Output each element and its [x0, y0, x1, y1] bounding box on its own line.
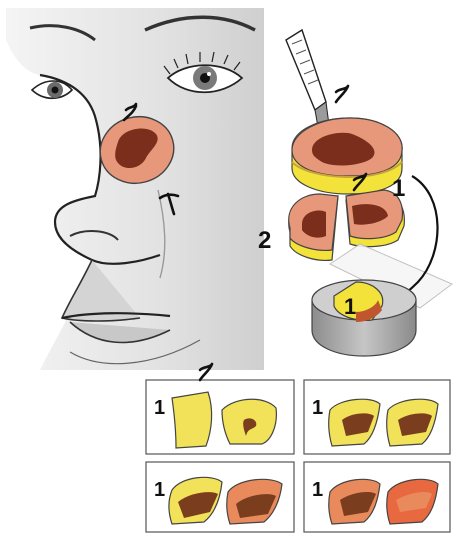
section-panel-c: 1 [146, 462, 294, 532]
section-panel-d: 1 [304, 462, 450, 532]
section-panel-a: 1 [146, 380, 294, 454]
panel-label-d: 1 [312, 479, 323, 501]
excised-specimen [292, 118, 402, 194]
face-illustration [6, 8, 264, 370]
panel-label-a: 1 [154, 397, 165, 419]
tissue-block [312, 280, 416, 356]
specimen-piece-two [289, 194, 338, 260]
block-label: 1 [344, 294, 356, 319]
specimen-label-two: 2 [258, 227, 271, 254]
specimen-label-one: 1 [392, 175, 405, 202]
panel-label-b: 1 [312, 397, 323, 419]
section-panel-b: 1 [304, 380, 450, 454]
panel-label-c: 1 [154, 479, 165, 501]
section-slice [172, 392, 212, 448]
suture-mark-icon [336, 86, 348, 102]
